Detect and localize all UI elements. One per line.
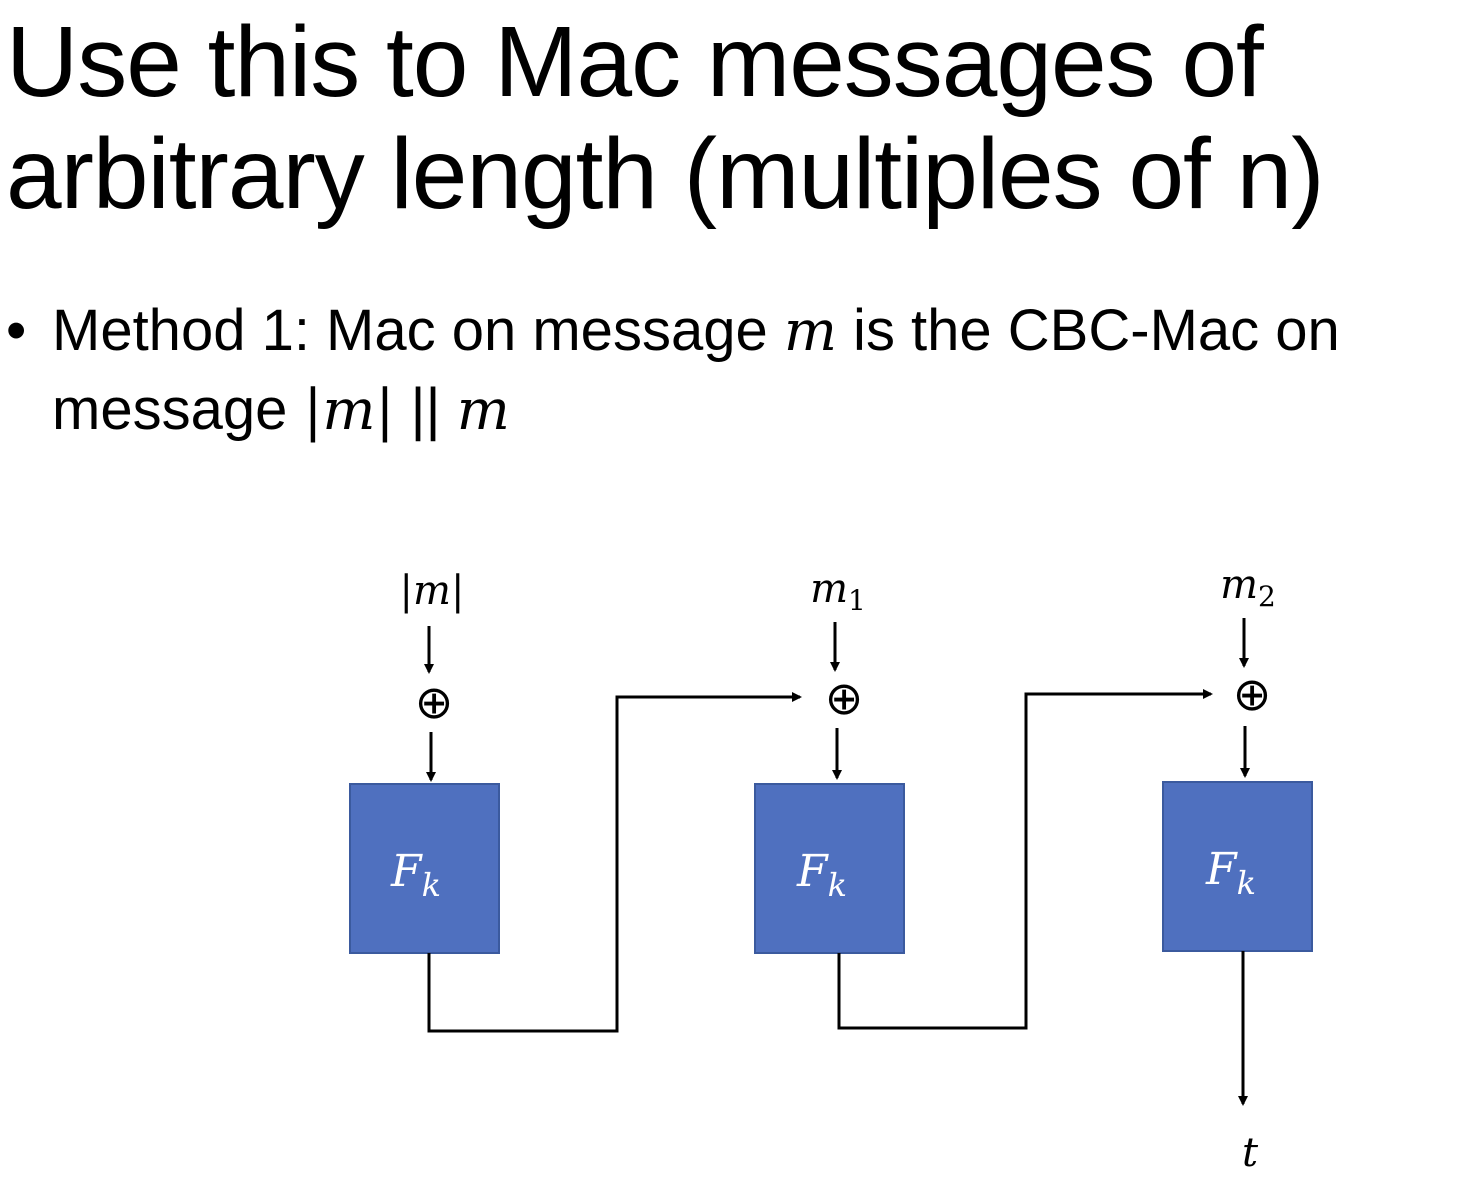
- prf-label-3: Fk: [1205, 844, 1256, 902]
- xor-icon-3: ⊕: [1233, 667, 1272, 721]
- bullet-text-part-2: is the CBC-Mac on: [836, 298, 1340, 363]
- prf-block-2: [754, 783, 905, 954]
- bullet-line-1: Method 1: Mac on message m is the CBC-Ma…: [52, 292, 1482, 371]
- prf-block-1: [349, 783, 500, 954]
- bullet-marker: •: [6, 298, 27, 363]
- bullet-text-part-1: Method 1: Mac on message: [52, 298, 784, 363]
- input-label-length: |m|: [400, 568, 465, 614]
- slide-title: Use this to Mac messages of arbitrary le…: [6, 6, 1476, 230]
- prf-block-3: [1162, 781, 1313, 952]
- prf-label-2: Fk: [796, 846, 847, 904]
- input-label-m2: m2: [1220, 562, 1276, 613]
- math-m-length: m: [322, 378, 376, 443]
- math-m: m: [783, 299, 837, 364]
- prf-label-1: Fk: [390, 846, 441, 904]
- chain-connector-2: [837, 689, 1213, 1030]
- concat-operator: ||: [394, 377, 457, 442]
- output-label-t: t: [1242, 1130, 1259, 1176]
- bullet-text-part-3: message: [52, 377, 304, 442]
- title-line-1: Use this to Mac messages of: [6, 6, 1264, 118]
- xor-icon-2: ⊕: [825, 671, 864, 725]
- bullet-line-2: message |m| || m: [52, 371, 1482, 450]
- xor-icon-1: ⊕: [415, 675, 454, 729]
- math-bar-left: |: [303, 378, 323, 443]
- math-m-end: m: [456, 378, 510, 443]
- title-line-2: arbitrary length (multiples of n): [6, 118, 1325, 230]
- bullet-text: Method 1: Mac on message m is the CBC-Ma…: [52, 292, 1482, 450]
- math-bar-right: |: [375, 378, 395, 443]
- input-label-m1: m1: [810, 566, 866, 617]
- chain-connector-1: [427, 692, 802, 1033]
